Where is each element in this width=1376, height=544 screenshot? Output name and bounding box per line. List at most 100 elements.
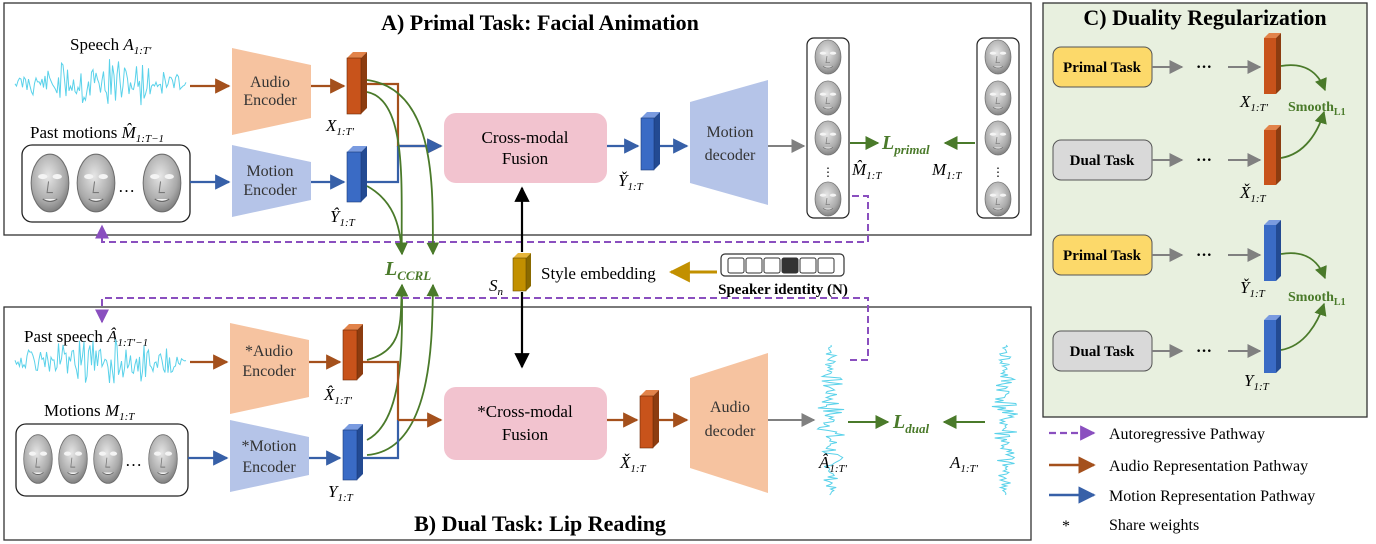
past-speech-label: Past speech Â1:T′−1 — [24, 327, 148, 349]
feature-label: Y̌1:T — [1240, 278, 1266, 300]
motion-decoder-block — [690, 80, 768, 205]
task-chip-label: Primal Task — [1063, 248, 1142, 264]
face-icon — [58, 434, 88, 484]
legend-star: * — [1062, 518, 1070, 535]
style-var-label: Sn — [489, 276, 504, 298]
audio-encoder-block — [232, 48, 311, 135]
ellipsis: ··· — [1196, 343, 1212, 360]
legend-label: Motion Representation Pathway — [1109, 488, 1315, 505]
face-icon — [142, 153, 182, 213]
primal-loss: Lprimal — [881, 132, 930, 157]
style-embedding-cube — [512, 253, 531, 292]
fusion-label: *Cross-modal — [477, 402, 573, 421]
motion-encoder-label: Motion — [246, 163, 293, 180]
face-icon — [814, 181, 842, 217]
y-feature-label: Ŷ1:T — [330, 207, 356, 229]
audio-decoder-block — [690, 353, 768, 493]
motion-decoder-label: Motion — [706, 124, 753, 141]
feature-bar — [1264, 125, 1281, 185]
past-speech-waveform — [14, 339, 187, 384]
fusion-label: Fusion — [502, 425, 549, 444]
motion-encoder-label: Encoder — [243, 182, 297, 199]
smooth-l1-label: SmoothL1 — [1288, 290, 1346, 308]
cross-modal-fusion-block — [444, 113, 607, 183]
speaker-identity-label: Speaker identity (N) — [718, 282, 848, 298]
fused-feature-bar — [639, 390, 659, 449]
duality-row: Dual Task ··· Y1:T — [1052, 302, 1327, 393]
audio-encoder-block — [230, 323, 309, 414]
autoregressive-arrow — [95, 297, 869, 361]
motion-arrow — [367, 146, 400, 184]
legend-label: Autoregressive Pathway — [1109, 426, 1265, 443]
predicted-speech-waveform — [816, 344, 845, 496]
autoregressive-arrow — [95, 195, 869, 243]
motions-label: Motions M1:T — [44, 401, 135, 423]
primal-title: A) Primal Task: Facial Animation — [381, 10, 699, 35]
audio-feature-bar — [346, 52, 367, 115]
legend: Autoregressive Pathway Audio Representat… — [1049, 425, 1315, 535]
ellipsis: ··· — [1196, 247, 1212, 264]
ellipsis: ··· — [1196, 152, 1212, 169]
vertical-ellipsis: ⋮ — [822, 165, 834, 179]
face-icon — [984, 80, 1012, 116]
audio-arrow — [363, 360, 400, 420]
x-feature-label: X1:T′ — [325, 116, 355, 138]
face-icon — [148, 434, 178, 484]
feature-label: X̌1:T — [1239, 183, 1267, 205]
face-icon — [93, 434, 123, 484]
fused-feature-bar — [640, 112, 660, 171]
duality-row: Primal Task ··· X1:T′ SmoothL1 — [1052, 33, 1346, 118]
face-icon — [76, 153, 116, 213]
ellipsis: ··· — [1196, 59, 1212, 76]
ccrl-arrow — [366, 91, 408, 256]
audio-decoder-label: Audio — [710, 399, 750, 416]
audio-encoder-label: Audio — [250, 74, 290, 91]
face-icon — [984, 39, 1012, 75]
ellipsis: … — [118, 177, 135, 196]
style-embedding-label: Style embedding — [541, 264, 656, 283]
face-icon — [984, 181, 1012, 217]
x-feature-label: X̂1:T′ — [323, 385, 353, 407]
feature-bar — [1264, 220, 1281, 281]
ccrl-arrow — [366, 185, 408, 256]
vertical-ellipsis: ⋮ — [992, 165, 1004, 179]
fusion-label: Fusion — [502, 149, 549, 168]
speech-waveform — [14, 59, 187, 106]
task-chip-label: Dual Task — [1070, 153, 1135, 169]
ccrl-loss: LCCRL — [384, 258, 431, 283]
face-icon — [984, 120, 1012, 156]
motion-decoder-label: decoder — [705, 147, 756, 164]
face-icon — [814, 39, 842, 75]
audio-encoder-label: *Audio — [245, 343, 293, 360]
gt-speech-label: A1:T′ — [949, 453, 979, 475]
feature-label: Y1:T — [1244, 371, 1270, 393]
predicted-motion-label: M̂1:T — [851, 160, 882, 182]
task-chip-label: Dual Task — [1070, 344, 1135, 360]
legend-label: Audio Representation Pathway — [1109, 458, 1308, 475]
motion-feature-bar — [342, 424, 363, 481]
fused-feature-label: X̌1:T — [619, 453, 647, 475]
duality-row: Dual Task ··· X̌1:T — [1052, 110, 1327, 205]
past-motions-label: Past motions M̂1:T−1 — [30, 123, 164, 145]
motion-encoder-block — [232, 145, 311, 217]
feature-bar — [1264, 33, 1281, 94]
gt-motion-label: M1:T — [931, 160, 962, 182]
face-icon — [814, 80, 842, 116]
motion-feature-bar — [346, 146, 367, 203]
fused-feature-label: Y̌1:T — [618, 171, 644, 193]
task-chip-label: Primal Task — [1063, 60, 1142, 76]
ccrl-arrow — [366, 79, 440, 256]
face-icon — [23, 434, 53, 484]
motion-encoder-label: *Motion — [241, 438, 296, 455]
speech-label: Speech A1:T′ — [70, 35, 152, 57]
feature-bar — [1264, 315, 1281, 373]
motion-encoder-label: Encoder — [242, 459, 296, 476]
duality-title: C) Duality Regularization — [1083, 5, 1326, 30]
gt-speech-waveform — [991, 344, 1018, 496]
dual-loss: Ldual — [892, 411, 929, 436]
face-icon — [30, 153, 70, 213]
audio-decoder-label: decoder — [705, 423, 756, 440]
feature-label: X1:T′ — [1239, 92, 1269, 114]
fusion-label: Cross-modal — [482, 128, 569, 147]
